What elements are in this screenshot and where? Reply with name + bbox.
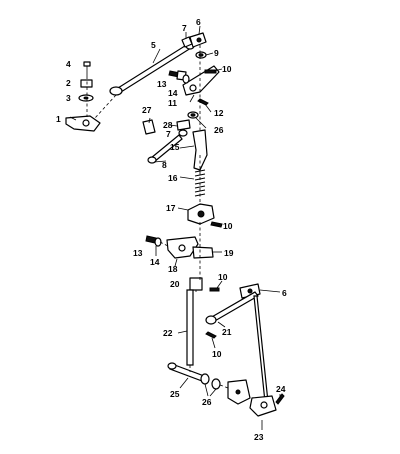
callout-15: 15 <box>170 142 180 152</box>
bottom-lever-part-23 <box>249 395 277 417</box>
bushing-part-26-top <box>187 111 199 119</box>
callout-8: 8 <box>162 160 167 170</box>
washer-part-3 <box>78 94 94 102</box>
rod-end-part-6 <box>189 32 207 48</box>
callout-20: 20 <box>170 279 180 289</box>
link-part-8 <box>147 134 183 164</box>
callout-21: 21 <box>222 327 232 337</box>
nut-part-7-mid <box>178 129 188 137</box>
callout-27: 27 <box>142 105 152 115</box>
callout-22: 22 <box>163 328 173 338</box>
callout-10b: 10 <box>223 221 233 231</box>
bushings-part-26-bottom <box>200 373 221 390</box>
callout-14a: 14 <box>168 88 178 98</box>
assembly-lines <box>86 45 229 389</box>
callout-28: 28 <box>163 120 173 130</box>
callout-13b: 13 <box>133 248 143 258</box>
callout-16: 16 <box>168 173 178 183</box>
nut-part-2 <box>80 79 93 88</box>
pin-part-10-low <box>209 287 220 292</box>
callout-10a: 10 <box>222 64 232 74</box>
pin-part-12 <box>197 98 209 106</box>
washer-part-14-low <box>154 237 162 247</box>
yoke-part-19 <box>192 246 214 259</box>
arm-part-15 <box>192 129 208 171</box>
link-part-21 <box>205 291 259 325</box>
leader-lines <box>69 25 281 430</box>
gearcase-bracket <box>227 379 251 405</box>
callout-6a: 6 <box>196 17 201 27</box>
callout-23: 23 <box>254 432 264 442</box>
pin-part-10-bottom <box>205 331 217 339</box>
screw-part-4 <box>83 61 91 76</box>
callout-5: 5 <box>151 40 156 50</box>
callout-10c: 10 <box>218 272 228 282</box>
callout-13a: 13 <box>157 79 167 89</box>
callout-11: 11 <box>168 98 177 108</box>
shaft-part-22 <box>186 289 194 366</box>
callout-3: 3 <box>66 93 71 103</box>
callout-labels: 1 2 3 4 5 6 7 9 10 13 14 11 12 26 27 28 … <box>56 17 287 442</box>
callout-17: 17 <box>166 203 176 213</box>
callout-24: 24 <box>276 384 286 394</box>
bushing-part-9 <box>195 51 207 59</box>
shift-link-rod <box>109 42 195 96</box>
callout-6b: 6 <box>282 288 287 298</box>
callout-26b: 26 <box>202 397 212 407</box>
fitting-part-27 <box>142 119 156 135</box>
callout-1: 1 <box>56 114 61 124</box>
clip-part-28 <box>176 119 191 131</box>
vertical-link-rod <box>253 295 269 403</box>
callout-4: 4 <box>66 59 71 69</box>
detent-housing-part-17 <box>187 203 215 225</box>
callout-18: 18 <box>168 264 178 274</box>
callout-26a: 26 <box>214 125 224 135</box>
callout-12: 12 <box>214 108 224 118</box>
callout-2: 2 <box>66 78 71 88</box>
callout-7a: 7 <box>182 23 187 33</box>
washer-part-14-top <box>182 74 190 84</box>
callout-14b: 14 <box>150 257 160 267</box>
pin-part-10-mid <box>210 221 223 228</box>
nut-part-7-top <box>181 36 193 48</box>
callout-9: 9 <box>214 48 219 58</box>
pin-part-10-top <box>204 69 217 74</box>
callout-19: 19 <box>224 248 234 258</box>
bolt-part-25 <box>167 362 205 382</box>
callout-10d: 10 <box>212 349 222 359</box>
bracket-part-1 <box>65 115 101 132</box>
callout-25: 25 <box>170 389 180 399</box>
callout-7b: 7 <box>166 129 171 139</box>
lever-part-18 <box>166 236 199 259</box>
